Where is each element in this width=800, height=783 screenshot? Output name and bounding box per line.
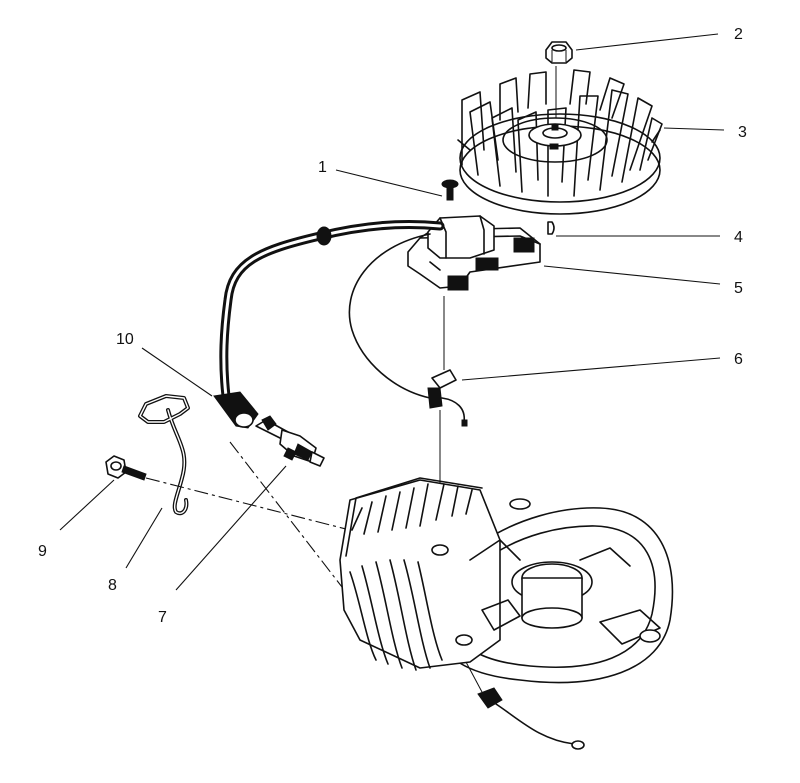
engine-block: [339, 477, 674, 684]
callout-9: 9: [38, 543, 47, 560]
flywheel-nut: [545, 41, 573, 64]
callout-6: 6: [734, 351, 743, 368]
ground-clip: [427, 369, 468, 427]
callout-2: 2: [734, 26, 743, 43]
callout-8: 8: [108, 577, 117, 594]
high-tension-lead: [219, 219, 445, 401]
mounting-bolt: [105, 455, 147, 481]
spark-plug-boot: [213, 391, 259, 429]
callout-5: 5: [734, 280, 743, 297]
ground-wire: [348, 233, 431, 399]
flywheel-key: [547, 221, 555, 235]
callout-3: 3: [738, 124, 747, 141]
stop-wire: [465, 661, 585, 750]
callout-7: 7: [158, 609, 167, 626]
flywheel: [457, 69, 663, 215]
callout-10: 10: [116, 331, 134, 348]
leader-lines: [59, 33, 725, 591]
ignition-coil: [407, 215, 541, 291]
callout-4: 4: [734, 229, 743, 246]
callout-1: 1: [318, 159, 327, 176]
coil-screw: [441, 179, 459, 201]
spark-plug: [255, 415, 325, 467]
